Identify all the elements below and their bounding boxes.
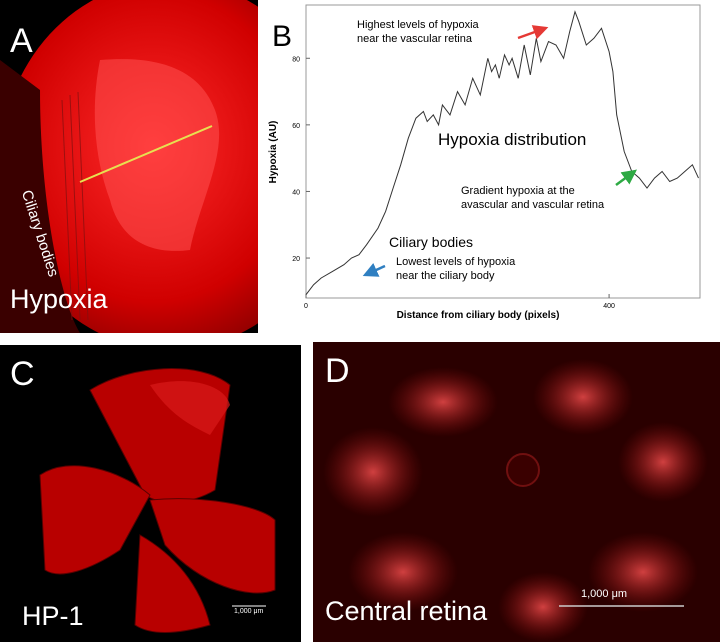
y-tick-label: 20 — [292, 256, 300, 263]
panel-a-hypoxia-micrograph: A Ciliary bodies Hypoxia — [0, 0, 258, 333]
annotation-gradient-line1: Gradient hypoxia at the — [461, 185, 575, 197]
annotation-ciliary-bodies: Ciliary bodies — [389, 234, 474, 250]
x-axis-label: Distance from ciliary body (pixels) — [397, 310, 560, 321]
annotation-low-line2: near the ciliary body — [396, 270, 495, 282]
x-tick-label: 0 — [304, 303, 308, 310]
x-tick-label: 400 — [603, 303, 615, 310]
arrow-gradient-hypoxia — [615, 169, 638, 187]
panel-c-image — [0, 345, 301, 642]
panel-d-image — [313, 342, 720, 642]
scale-label-c: 1,000 μm — [234, 608, 264, 615]
series-line — [305, 10, 699, 296]
panel-letter-b: B — [272, 20, 293, 53]
panel-letter-a: A — [10, 22, 33, 60]
chart-svg: 20 40 60 80 0 400 Hypoxia (AU) Distance from … — [262, 0, 720, 333]
y-tick-label: 80 — [292, 56, 300, 63]
annotation-high-hypoxia: Highest levels of hypoxia near the vascu… — [357, 18, 479, 46]
y-axis-label: Hypoxia (AU) — [268, 121, 279, 184]
panel-a-image — [0, 0, 258, 333]
panel-c-flatmount-micrograph: C 1,000 μm HP-1 — [0, 345, 301, 642]
profile-line — [79, 125, 213, 183]
annotation-low-line1: Lowest levels of hypoxia — [396, 256, 516, 268]
annotation-high-line2: near the vascular retina — [357, 33, 472, 45]
scale-label-d: 1,000 μm — [581, 588, 628, 600]
plot-frame — [305, 4, 701, 299]
annotation-low-hypoxia: Lowest levels of hypoxia near the ciliar… — [396, 255, 515, 283]
arrow-low-hypoxia — [362, 263, 386, 277]
y-tick-label: 40 — [292, 189, 300, 196]
arrow-high-hypoxia — [517, 25, 549, 40]
panel-letter-d: D — [325, 352, 350, 390]
panel-letter-c: C — [10, 355, 35, 393]
panel-b-hypoxia-profile-chart: 20 40 60 80 0 400 Hypoxia (AU) Distance from … — [262, 0, 720, 333]
panel-c-caption: HP-1 — [22, 601, 84, 631]
panel-d-central-retina-micrograph: D 1,000 μm Central retina — [313, 342, 720, 642]
y-tick-label: 60 — [292, 123, 300, 130]
annotation-gradient-line2: avascular and vascular retina — [461, 199, 605, 211]
annotation-hypoxia-distribution: Hypoxia distribution — [438, 130, 587, 149]
panel-d-caption: Central retina — [325, 596, 488, 626]
panel-a-caption: Hypoxia — [10, 284, 108, 314]
annotation-high-line1: Highest levels of hypoxia — [357, 19, 479, 31]
annotation-gradient-hypoxia: Gradient hypoxia at the avascular and va… — [461, 184, 604, 212]
